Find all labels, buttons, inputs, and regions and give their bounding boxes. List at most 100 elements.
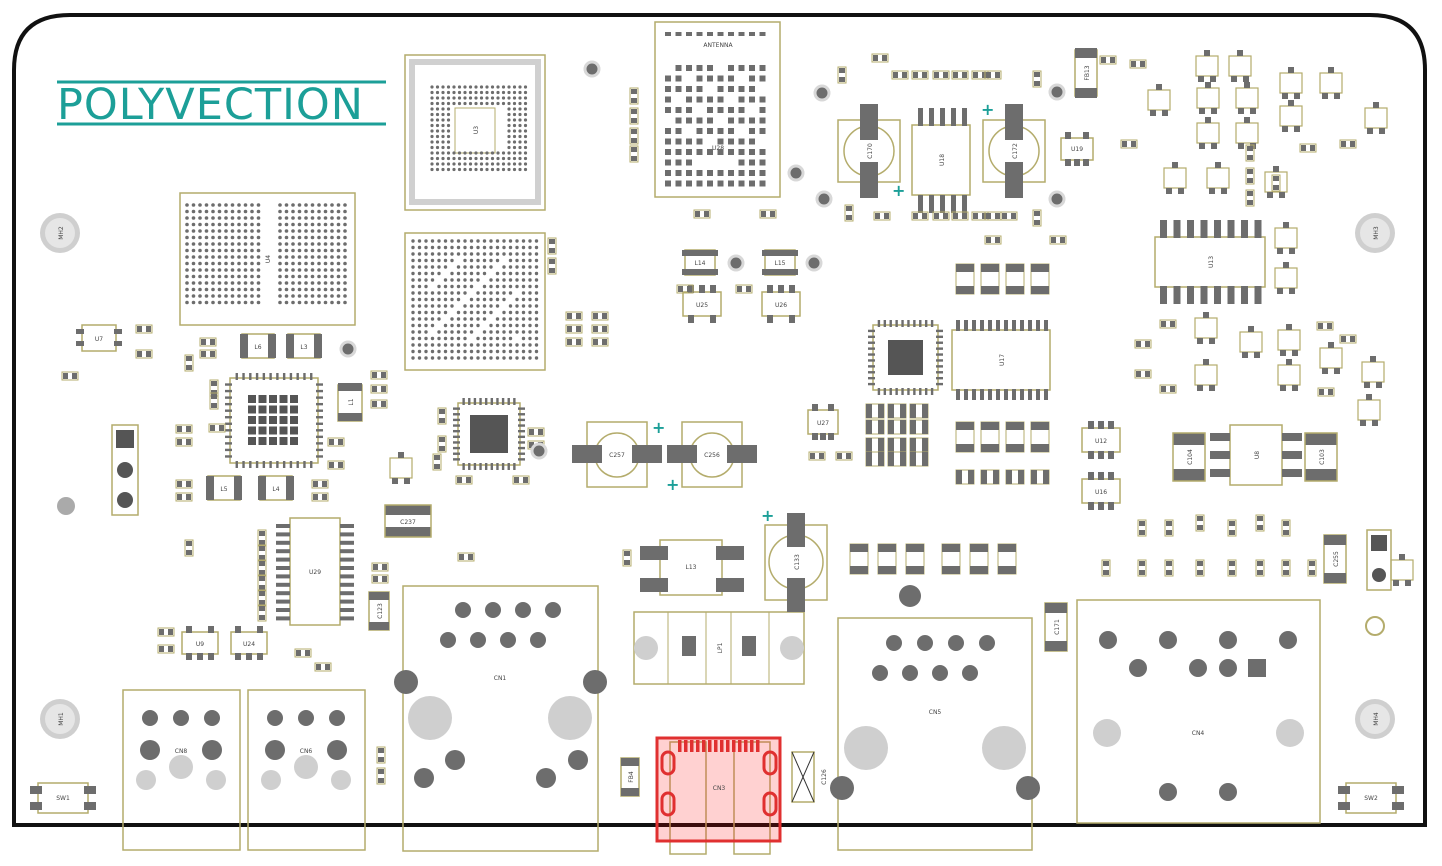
- qfn-pin: [225, 455, 232, 458]
- ball-pad: [508, 349, 513, 354]
- ball-pad: [479, 96, 484, 100]
- ball-pad: [469, 278, 474, 282]
- ball-pad: [256, 268, 261, 272]
- ball-pad: [476, 278, 480, 282]
- passive-outline: [1129, 59, 1147, 69]
- ball-pad: [437, 258, 441, 263]
- fiducial: [57, 497, 75, 515]
- passive-pad: [922, 72, 927, 78]
- passive-pad: [1229, 521, 1235, 526]
- ball-pad: [278, 216, 282, 220]
- passive-pad: [953, 72, 958, 78]
- ball-pad: [450, 291, 454, 295]
- ball-pad: [496, 156, 500, 161]
- ball-pad: [284, 248, 289, 253]
- ball-pad: [502, 330, 506, 334]
- ball-pad: [198, 261, 202, 266]
- ic-pin: [1004, 389, 1008, 400]
- passive-pad: [186, 439, 191, 445]
- passive-pad: [549, 259, 555, 264]
- transistor-pad: [1366, 394, 1372, 400]
- ball-pad: [250, 261, 254, 266]
- ball-pad: [482, 343, 487, 347]
- ball-pad: [534, 330, 539, 334]
- passive-pad: [259, 540, 265, 545]
- ball-pad: [469, 258, 474, 263]
- ball-pad: [237, 235, 241, 240]
- module-pad: [675, 32, 682, 36]
- ball-pad: [489, 349, 493, 354]
- ball-pad: [502, 343, 506, 347]
- passive-pad: [567, 313, 572, 319]
- passive-pad: [1310, 145, 1315, 151]
- qfn-pin: [518, 458, 525, 461]
- ball-pad: [463, 85, 467, 89]
- ball-pad: [198, 222, 202, 227]
- ball-pad: [457, 151, 462, 155]
- passive-pad: [1341, 336, 1346, 342]
- qfn-pin: [473, 398, 477, 405]
- module-pad: [665, 149, 671, 155]
- passive-pad: [1161, 321, 1166, 327]
- ball-pad: [191, 268, 196, 272]
- transistor-pad: [1280, 350, 1286, 356]
- ball-pad: [450, 330, 454, 334]
- ball-pad: [523, 145, 528, 150]
- ball-pad: [297, 209, 302, 214]
- passive-pad: [1031, 470, 1037, 484]
- ball-pad: [508, 252, 513, 256]
- qfn-pin: [225, 409, 232, 412]
- ball-pad: [343, 222, 347, 227]
- qfn-pin: [924, 320, 928, 327]
- ball-pad: [191, 261, 196, 266]
- ball-pad: [417, 336, 422, 341]
- qfn-pin: [255, 461, 259, 468]
- module-pad: [707, 128, 713, 134]
- polarity-plus: +: [652, 418, 665, 437]
- ic-pin: [1227, 286, 1235, 304]
- passive-outline: [184, 354, 194, 372]
- ic-pin: [276, 532, 290, 537]
- qfn-pin: [225, 448, 232, 452]
- ball-pad: [237, 248, 241, 253]
- ball-pad: [456, 278, 461, 282]
- qfn-pin: [907, 388, 910, 395]
- passive-pad: [902, 72, 907, 78]
- ball-pad: [508, 336, 513, 341]
- qfn-pin: [936, 382, 943, 386]
- ball-pad: [284, 255, 289, 259]
- ball-pad: [443, 252, 448, 256]
- ball-pad: [446, 129, 451, 133]
- qfn-pin: [868, 329, 875, 333]
- ball-pad: [224, 242, 228, 246]
- passive-pad: [1166, 530, 1172, 535]
- passive-pad: [602, 326, 607, 332]
- module-pad: [759, 170, 766, 176]
- qfn-pin: [316, 448, 323, 452]
- ball-pad: [204, 242, 209, 246]
- passive-pad: [846, 206, 852, 211]
- ball-pad: [463, 96, 467, 100]
- ball-pad: [336, 281, 341, 285]
- passive-outline: [911, 70, 929, 80]
- passive-pad: [1283, 570, 1289, 575]
- passive-outline: [1255, 514, 1265, 532]
- ball-pad: [256, 235, 261, 240]
- qfn-pin: [316, 442, 323, 445]
- module-pad: [749, 138, 755, 145]
- module-pad: [749, 32, 755, 36]
- ref-cn6: CN6: [300, 748, 313, 755]
- module-pad: [665, 159, 671, 166]
- capacitor-pad: [1031, 444, 1049, 452]
- passive-pad: [631, 147, 637, 152]
- transistor-pad: [1267, 192, 1273, 198]
- ball-pad: [443, 297, 448, 302]
- module-pad: [749, 180, 755, 187]
- qfn-pin: [936, 376, 943, 380]
- ball-pad: [330, 216, 334, 220]
- ball-pad: [430, 317, 435, 321]
- ball-pad: [185, 255, 189, 259]
- ball-pad: [441, 118, 445, 122]
- ball-pad: [424, 304, 428, 308]
- passive-outline: [1316, 321, 1334, 331]
